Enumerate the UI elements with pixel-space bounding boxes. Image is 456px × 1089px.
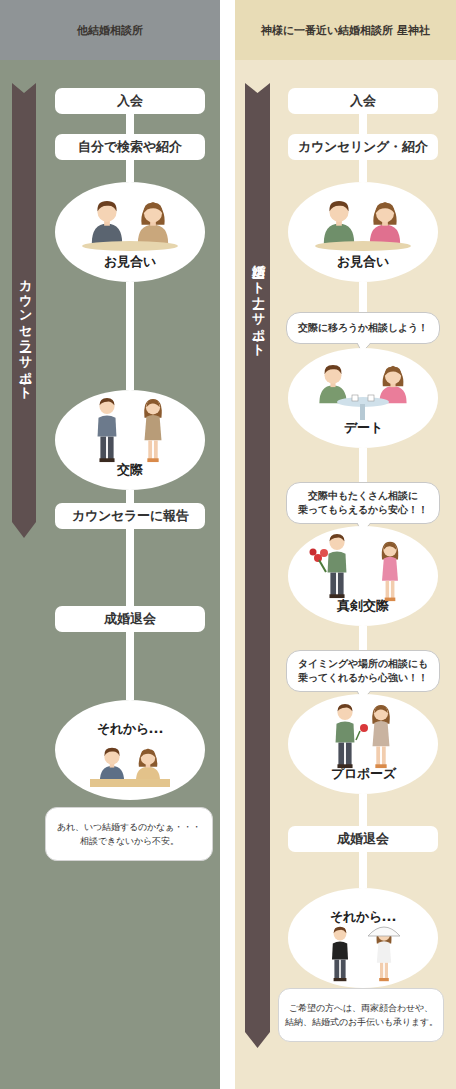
band-label: カウンセラーサポート (16, 271, 33, 393)
stage-ellipse: デート (288, 348, 438, 448)
ellipse-shape (288, 348, 438, 448)
flow-line (126, 632, 134, 700)
step-box: 成婚退会 (55, 606, 205, 632)
band-arrow-shape (12, 83, 36, 538)
band-arrow-shape (245, 83, 270, 1048)
step-label: 入会 (117, 92, 143, 110)
flow-line (359, 114, 367, 134)
speech-bubble: 交際に移ろうか相談しよう！ (286, 312, 440, 344)
stage-ellipse: プロポーズ (288, 694, 438, 794)
step-label: カウンセリング・紹介 (298, 138, 428, 156)
flow-line (359, 160, 367, 182)
column-panel: 他結婚相談所カウンセラーサポート 入会自分で検索や紹介お見合い交際カウンセラーに報… (0, 0, 220, 1089)
stage-label: 真剣交際 (288, 597, 438, 615)
stage-ellipse: それから... (288, 888, 438, 988)
step-box: 入会 (55, 88, 205, 114)
flow-line (126, 114, 134, 134)
column-title: 他結婚相談所 (77, 23, 143, 38)
note-text: ご希望の方へは、両家顔合わせや、 結納、結婚式のお手伝いも承ります。 (282, 1001, 440, 1029)
ellipse-shape (288, 526, 438, 626)
stage-ellipse: 真剣交際 (288, 526, 438, 626)
step-label: 入会 (350, 92, 376, 110)
speech-bubble: 交際中もたくさん相談に 乗ってもらえるから安心！！ (286, 482, 440, 524)
column-header: 他結婚相談所 (0, 0, 220, 60)
flow-line (126, 160, 134, 182)
ellipse-outline (55, 700, 205, 800)
stage-label: プロポーズ (288, 765, 438, 783)
stage-label: お見合い (288, 253, 438, 271)
step-box: 自分で検索や紹介 (55, 134, 205, 160)
stage-label: 交際 (55, 461, 205, 479)
ellipse-shape (288, 694, 438, 794)
stage-label: それから... (55, 720, 205, 738)
step-label: 成婚退会 (337, 830, 389, 848)
step-label: 自分で検索や紹介 (78, 138, 182, 156)
flow-line (126, 529, 134, 606)
step-box: カウンセリング・紹介 (288, 134, 438, 160)
step-box: カウンセラーに報告 (55, 503, 205, 529)
ellipse-shape (55, 182, 205, 282)
flow-line (126, 490, 134, 503)
support-band: カウンセラーサポート (12, 83, 36, 538)
note-box: ご希望の方へは、両家顔合わせや、 結納、結婚式のお手伝いも承ります。 (278, 988, 444, 1042)
stage-label: それから... (288, 908, 438, 926)
column-title: 神様に一番近い結婚相談所 星神社 (261, 23, 430, 38)
bubble-text: タイミングや場所の相談にも 乗ってくれるから心強い！！ (293, 657, 433, 686)
stage-ellipse: お見合い (55, 182, 205, 282)
stage-ellipse: それから... (55, 700, 205, 800)
speech-bubble: タイミングや場所の相談にも 乗ってくれるから心強い！！ (286, 650, 440, 692)
note-box: あれ、いつ結婚するのかなぁ・・・ 相談できないから不安。 (45, 807, 213, 861)
flow-line (359, 852, 367, 888)
ellipse-outline (288, 888, 438, 988)
ellipse-shape (55, 390, 205, 490)
column-panel: 神様に一番近い結婚相談所 星神社婚活パートナーサポート 入会カウンセリング・紹介お… (235, 0, 456, 1089)
stage-label: お見合い (55, 253, 205, 271)
stage-ellipse: 交際 (55, 390, 205, 490)
ellipse-shape (288, 182, 438, 282)
stage-label: デート (288, 419, 438, 437)
band-arrow (245, 83, 270, 1048)
ellipse-shape (55, 700, 205, 800)
flow-line (359, 794, 367, 826)
step-label: カウンセラーに報告 (72, 507, 189, 525)
stage-ellipse: お見合い (288, 182, 438, 282)
bubble-text: 交際に移ろうか相談しよう！ (298, 321, 428, 335)
note-text: あれ、いつ結婚するのかなぁ・・・ 相談できないから不安。 (49, 820, 209, 848)
step-box: 成婚退会 (288, 826, 438, 852)
column-header: 神様に一番近い結婚相談所 星神社 (235, 0, 456, 60)
step-box: 入会 (288, 88, 438, 114)
band-label: 婚活パートナーサポート (249, 255, 266, 350)
support-band: 婚活パートナーサポート (245, 83, 270, 1048)
flow-line (126, 282, 134, 390)
ellipse-shape (288, 888, 438, 988)
step-label: 成婚退会 (104, 610, 156, 628)
bubble-text: 交際中もたくさん相談に 乗ってもらえるから安心！！ (293, 489, 433, 518)
